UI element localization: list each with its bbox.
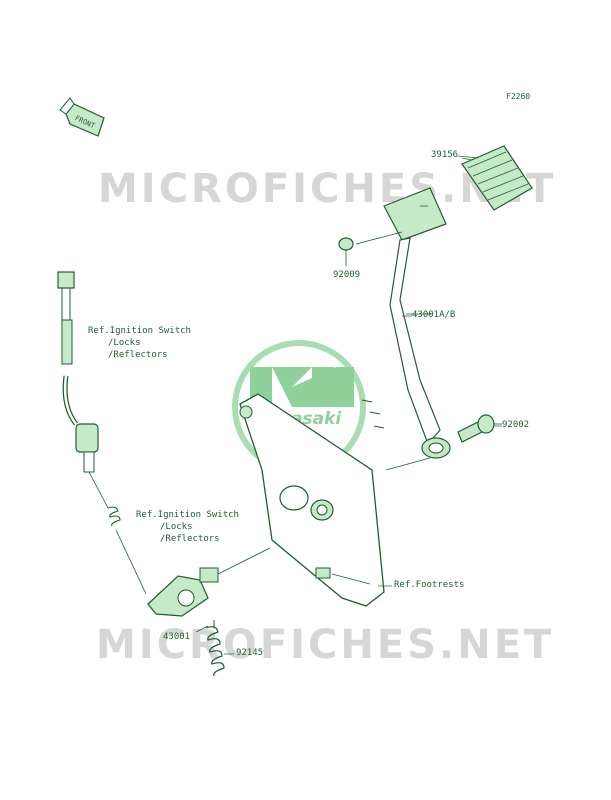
watermark-bottom: MICROFICHES.NET	[96, 622, 555, 668]
label-92009: 92009	[333, 270, 361, 280]
label-ref-footrests: Ref.Footrests	[394, 580, 465, 590]
brake-pedal-arm	[355, 187, 451, 471]
diagram-code: F2260	[506, 92, 531, 101]
label-92145: 92145	[236, 648, 264, 658]
label-ref-ignition-2-line3: /Reflectors	[160, 534, 220, 544]
leader-lines	[195, 157, 502, 655]
label-ref-ignition-2-line2: /Locks	[160, 522, 193, 532]
bolt-92002	[457, 414, 502, 443]
brake-pedal-pad	[457, 145, 533, 211]
front-arrow-icon: FRONT	[59, 97, 105, 137]
label-43001: 43001	[163, 632, 191, 642]
label-ref-ignition-1-line1: Ref.Ignition Switch	[88, 326, 191, 336]
label-ref-ignition-1-line2: /Locks	[108, 338, 141, 348]
label-92002: 92002	[502, 420, 530, 430]
spring-92145	[205, 620, 225, 677]
pivot-43001	[147, 547, 271, 617]
brake-switch-assembly	[57, 271, 109, 509]
nut-92009	[338, 237, 354, 266]
pedal-bracket	[239, 393, 385, 607]
switch-spring	[107, 506, 147, 595]
label-39156: 39156	[431, 150, 459, 160]
label-ref-ignition-2-line1: Ref.Ignition Switch	[136, 510, 239, 520]
label-43001ab: 43001A/B	[412, 310, 456, 320]
label-ref-ignition-1-line3: /Reflectors	[108, 350, 168, 360]
